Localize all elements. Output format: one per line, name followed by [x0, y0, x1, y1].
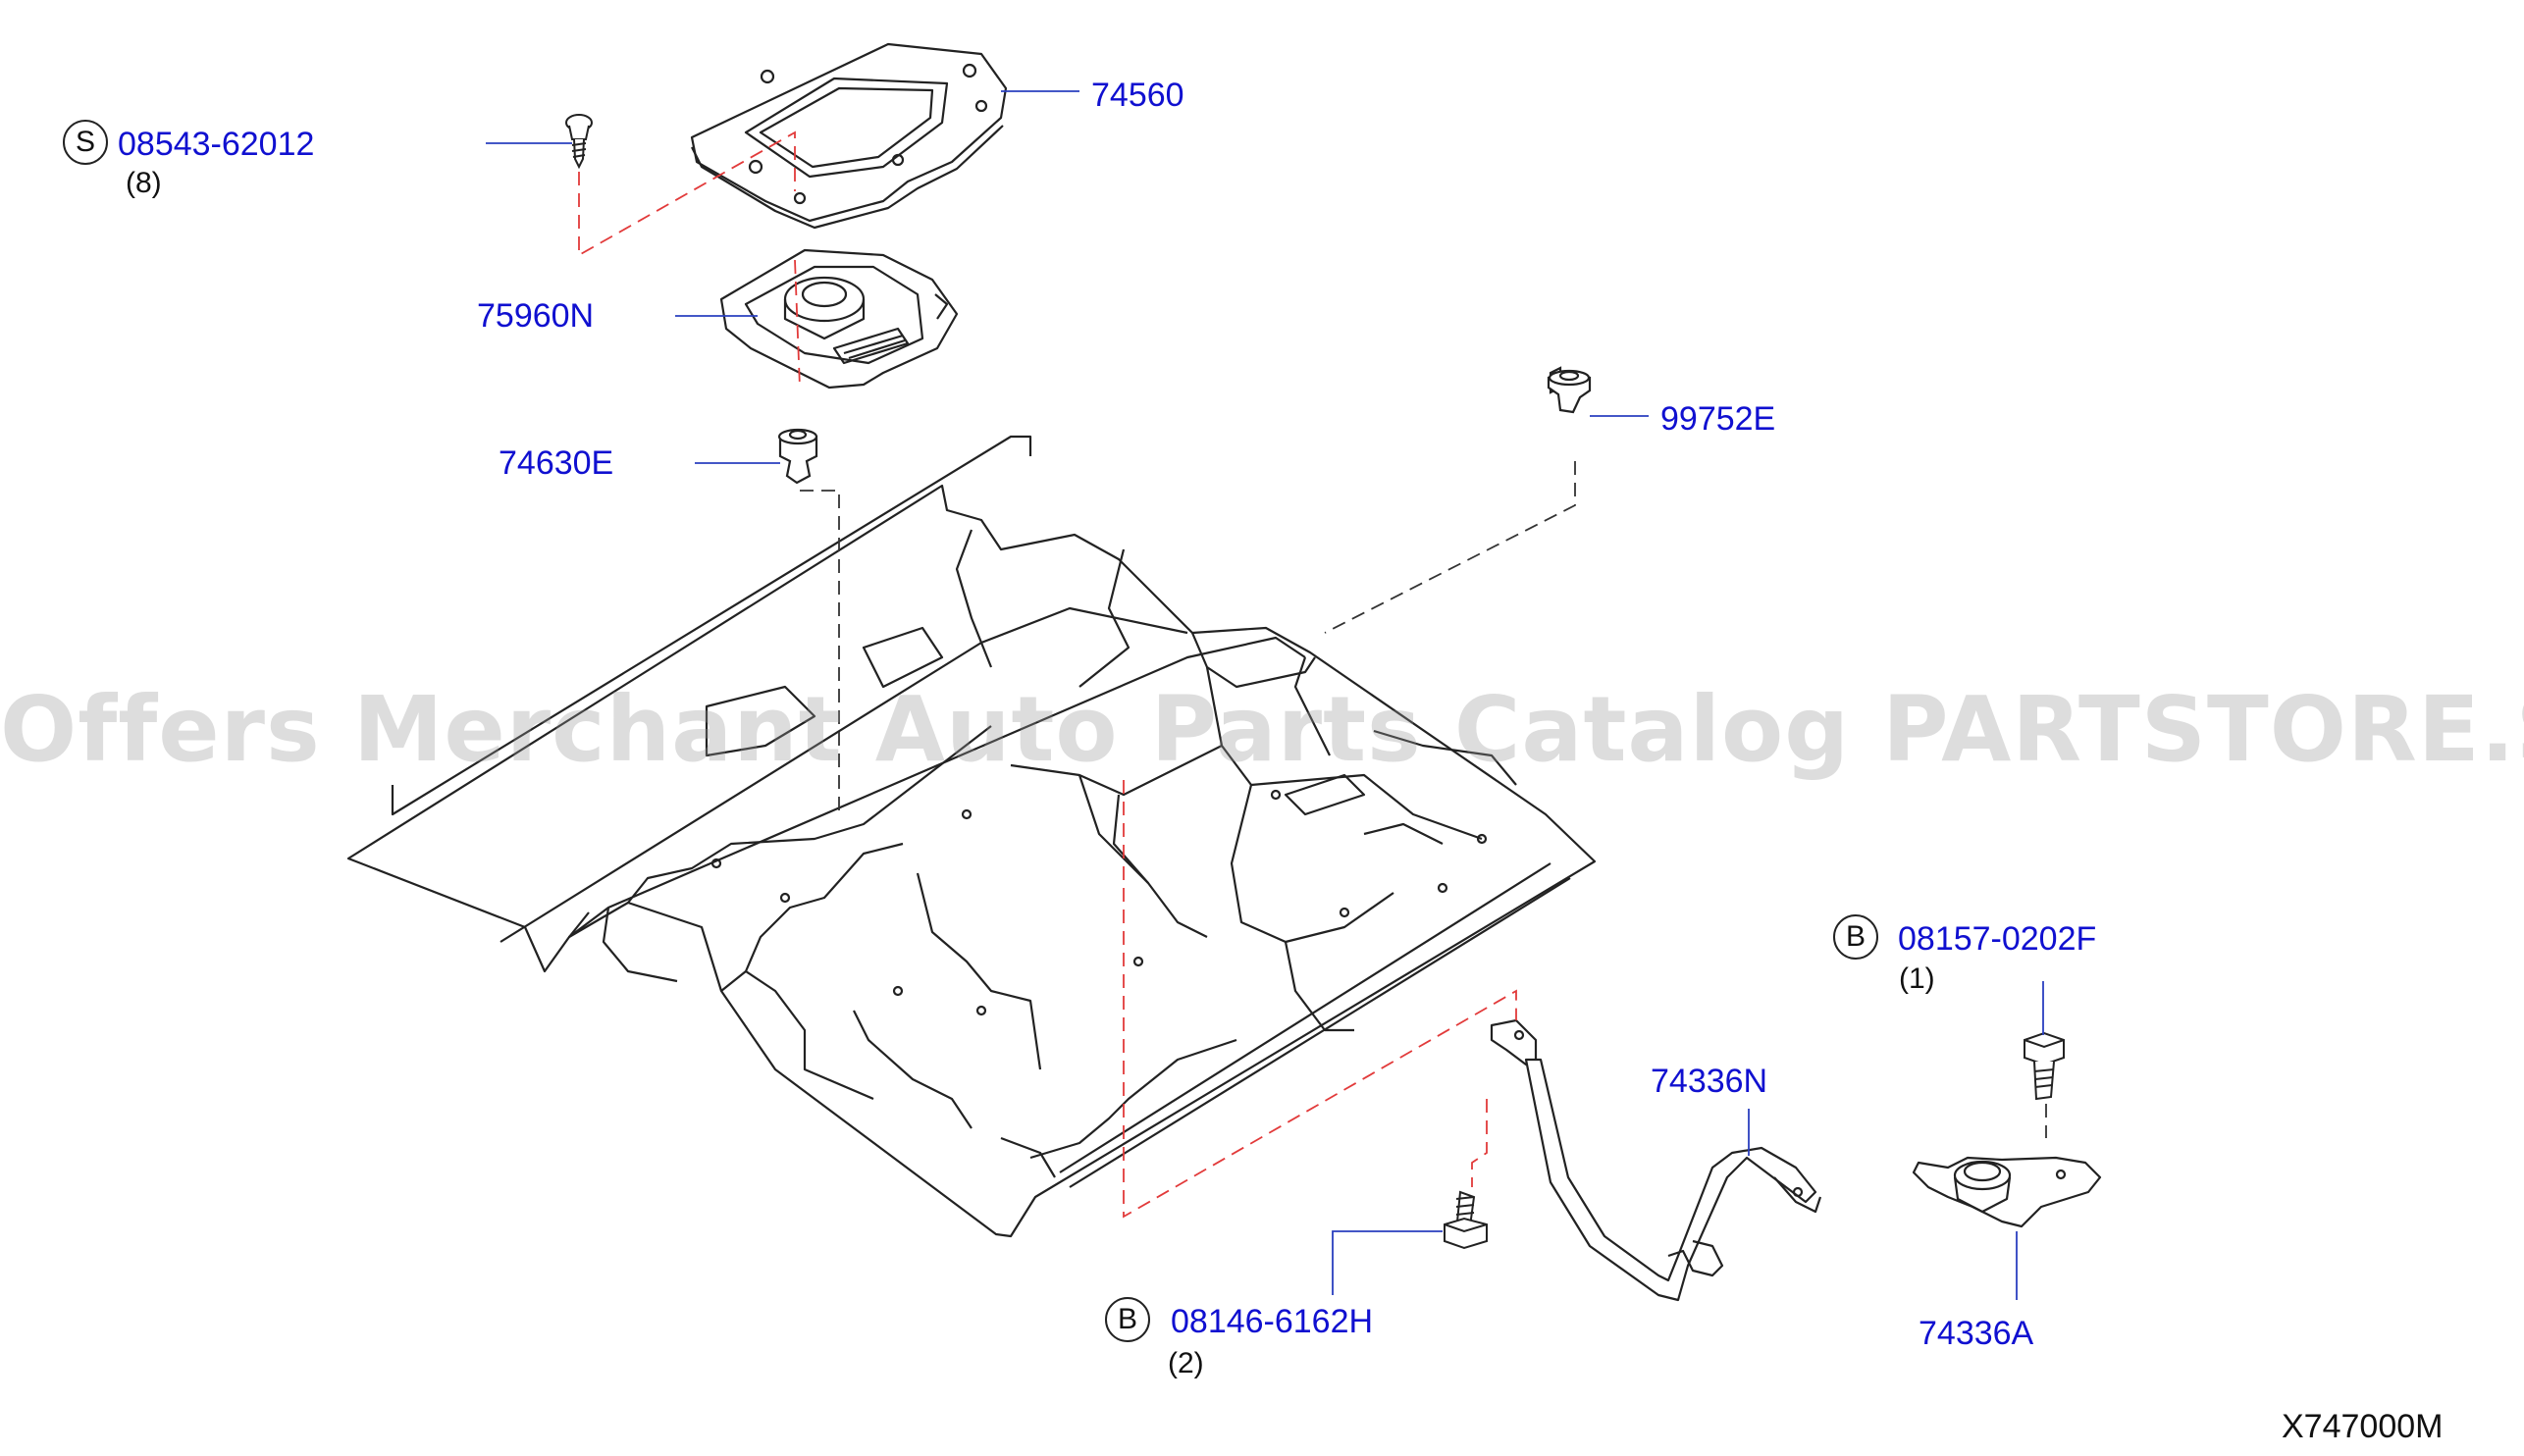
clip-74630e-drawing — [777, 428, 818, 485]
part-number-08146-6162h[interactable]: 08146-6162H — [1171, 1303, 1374, 1340]
part-prefix-badge-b: B — [1105, 1297, 1150, 1342]
screw-08543-drawing — [565, 114, 593, 170]
part-prefix-badge-s: S — [63, 120, 108, 165]
part-number-74630e[interactable]: 74630E — [499, 444, 614, 482]
clip-99752e-drawing — [1547, 366, 1592, 414]
alignment-lines-black — [800, 461, 2047, 1138]
part-prefix-badge-b: B — [1833, 914, 1878, 960]
diagram-code: X747000M — [2282, 1408, 2444, 1445]
bolt-08157-drawing — [2024, 1031, 2065, 1101]
part-qty-08146-6162h: (2) — [1168, 1347, 1204, 1379]
part-number-74336a[interactable]: 74336A — [1919, 1315, 2034, 1352]
part-number-08157-0202f[interactable]: 08157-0202F — [1898, 920, 2097, 958]
part-number-75960n[interactable]: 75960N — [477, 297, 595, 335]
part-qty-08543-62012: (8) — [126, 167, 162, 199]
leader-lines — [486, 90, 2044, 1300]
part-number-08543-62012[interactable]: 08543-62012 — [118, 126, 315, 163]
part-number-74560[interactable]: 74560 — [1091, 77, 1184, 114]
bracket-74336a-drawing — [1912, 1156, 2102, 1228]
part-number-99752e[interactable]: 99752E — [1660, 400, 1776, 438]
floor-panel-drawing — [346, 435, 1597, 1238]
part-qty-08157-0202f: (1) — [1899, 962, 1935, 995]
shift-boot-drawing — [719, 248, 959, 390]
rod-74336n-drawing — [1490, 1018, 1822, 1302]
bolt-08146-drawing — [1444, 1190, 1488, 1250]
part-number-74336n[interactable]: 74336N — [1651, 1063, 1768, 1100]
console-cover-drawing — [690, 42, 1008, 230]
alignment-lines-red — [578, 130, 1517, 1219]
